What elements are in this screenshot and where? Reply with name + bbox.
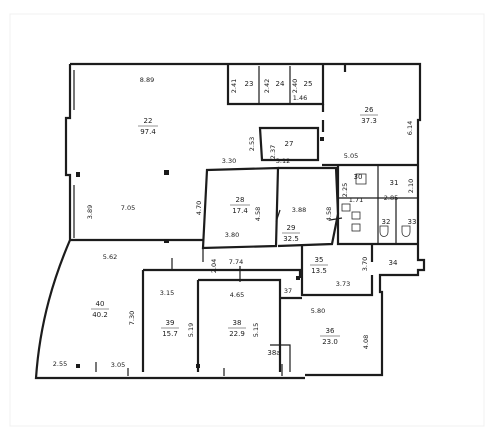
columns xyxy=(76,137,324,368)
room-35-number: 35 xyxy=(315,256,324,264)
washbasin-1 xyxy=(341,203,351,212)
column-6 xyxy=(196,364,200,368)
dim-1-71: 1.71 xyxy=(349,196,363,204)
room-35-area: 13.5 xyxy=(311,267,327,275)
washbasin-2 xyxy=(351,223,361,232)
dim-5-62: 5.62 xyxy=(103,253,117,261)
washbasin-3 xyxy=(351,211,361,220)
dim-2-55: 2.55 xyxy=(53,360,67,368)
room-25-number: 25 xyxy=(304,80,313,88)
room-36-number: 36 xyxy=(326,327,335,335)
dim-4-58-left: 4.58 xyxy=(254,207,262,221)
room-29-number: 29 xyxy=(287,224,296,232)
room-40-area: 40.2 xyxy=(92,311,108,319)
page-edge xyxy=(9,13,485,427)
room-38a-number: 38a xyxy=(267,349,280,357)
dim-2-40: 2.40 xyxy=(291,79,299,93)
room-38-area: 22.9 xyxy=(229,330,245,338)
dim-3-73: 3.73 xyxy=(336,280,350,288)
dim-4-65: 4.65 xyxy=(230,291,244,299)
dim-2-41: 2.41 xyxy=(230,79,238,93)
room-33-number: 33 xyxy=(408,218,417,226)
dim-3-88: 3.88 xyxy=(292,206,306,214)
dim-6-14: 6.14 xyxy=(406,121,414,135)
room-labels: 22 97.4 23 24 25 26 37.3 27 28 17.4 29 3… xyxy=(91,80,416,357)
room-30-number: 30 xyxy=(354,173,363,181)
dim-3-12: 3.12 xyxy=(276,157,290,165)
dim-2-10: 2.10 xyxy=(407,179,415,193)
dim-3-05: 3.05 xyxy=(111,361,125,369)
interior-walls xyxy=(70,64,418,372)
dim-5-15: 5.15 xyxy=(252,323,260,337)
dim-4-58-right: 4.58 xyxy=(325,207,333,221)
room-40-number: 40 xyxy=(96,300,105,308)
dim-3-70: 3.70 xyxy=(361,257,369,271)
dim-3-15: 3.15 xyxy=(160,289,174,297)
dim-5-19: 5.19 xyxy=(187,323,195,337)
dim-2-85: 2.85 xyxy=(384,194,398,202)
room-39-number: 39 xyxy=(166,319,175,327)
sanitary-fixtures xyxy=(341,173,411,237)
dim-3-80: 3.80 xyxy=(225,231,239,239)
room-27-number: 27 xyxy=(285,140,294,148)
dim-37: 37 xyxy=(284,287,292,295)
dim-2-42: 2.42 xyxy=(263,79,271,93)
dim-2-37: 2.37 xyxy=(269,145,277,159)
column-7 xyxy=(320,137,324,141)
dim-1-46: 1.46 xyxy=(293,94,307,102)
room-24-number: 24 xyxy=(276,80,285,88)
door-markers xyxy=(95,209,343,376)
room-28-area: 17.4 xyxy=(232,207,248,215)
dim-7-05: 7.05 xyxy=(121,204,135,212)
room-31-number: 31 xyxy=(390,179,399,187)
column-5 xyxy=(76,364,80,368)
dim-8-89: 8.89 xyxy=(140,76,154,84)
toilet-2 xyxy=(401,225,411,237)
room-23-number: 23 xyxy=(245,80,254,88)
room-38-number: 38 xyxy=(233,319,242,327)
room-26-area: 37.3 xyxy=(361,117,377,125)
dim-2-25: 2.25 xyxy=(341,183,349,197)
column-2 xyxy=(76,172,80,177)
room-36-area: 23.0 xyxy=(322,338,338,346)
dim-4-08: 4.08 xyxy=(362,335,370,349)
room-34-number: 34 xyxy=(389,259,398,267)
column-4 xyxy=(296,276,300,280)
outer-walls xyxy=(34,62,426,380)
room-32-number: 32 xyxy=(382,218,391,226)
room-28-number: 28 xyxy=(236,196,245,204)
room-29-area: 32.5 xyxy=(283,235,299,243)
urinal xyxy=(355,173,367,185)
dim-7-30: 7.30 xyxy=(128,311,136,325)
room-39-area: 15.7 xyxy=(162,330,178,338)
column-3 xyxy=(164,239,169,243)
dim-3-30: 3.30 xyxy=(222,157,236,165)
dim-5-80: 5.80 xyxy=(311,307,325,315)
room-26-number: 26 xyxy=(365,106,374,114)
room-22-area: 97.4 xyxy=(140,128,156,136)
dim-2-53: 2.53 xyxy=(248,137,256,151)
room-22-number: 22 xyxy=(144,117,153,125)
dim-7-74: 7.74 xyxy=(229,258,243,266)
dim-3-89: 3.89 xyxy=(86,205,94,219)
dimension-labels: 8.89 7.05 3.89 3.30 2.53 2.41 2.42 2.40 … xyxy=(53,76,415,369)
toilet-1 xyxy=(379,225,389,237)
dim-5-05: 5.05 xyxy=(344,152,358,160)
dim-4-70: 4.70 xyxy=(195,201,203,215)
dim-2-04: 2.04 xyxy=(210,259,218,273)
column-1 xyxy=(164,170,169,175)
